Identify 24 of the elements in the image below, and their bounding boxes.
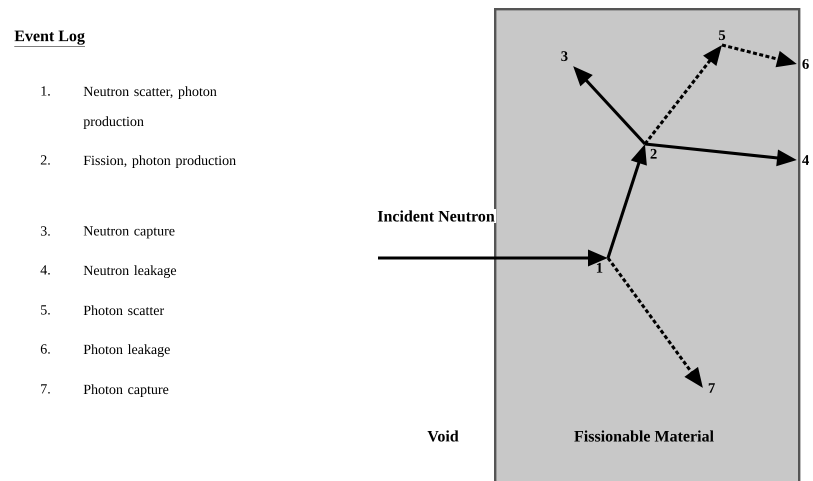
event-number: 7 (708, 383, 715, 393)
list-number: 2. (40, 155, 50, 165)
list-item: Neutron scatter, photon production (84, 86, 217, 129)
list-item: Neutron capture (84, 226, 175, 238)
edge-label: Incident Neutron (376, 209, 496, 223)
list-item: Fission, photon production (84, 155, 236, 168)
list-item: Photon scatter (84, 305, 164, 316)
event-number: 1 (596, 262, 602, 273)
list-number: 6. (40, 344, 50, 354)
list-number: 1. (41, 86, 50, 96)
list-number: 5. (41, 305, 50, 315)
event-number: 4 (802, 155, 809, 165)
list-number: 3. (40, 226, 50, 236)
region-label: Void (427, 430, 459, 442)
list-item: Photon leakage (84, 344, 170, 357)
event-number: 2 (650, 148, 657, 159)
event-number: 3 (561, 51, 568, 62)
list-item: Neutron leakage (84, 265, 176, 278)
event-number: 6 (802, 59, 809, 69)
list-item: Photon capture (84, 384, 168, 397)
list-number: 4. (40, 265, 50, 275)
heading: Event Log (14, 30, 86, 47)
list-number: 7. (41, 384, 50, 394)
event-number: 5 (718, 30, 726, 40)
